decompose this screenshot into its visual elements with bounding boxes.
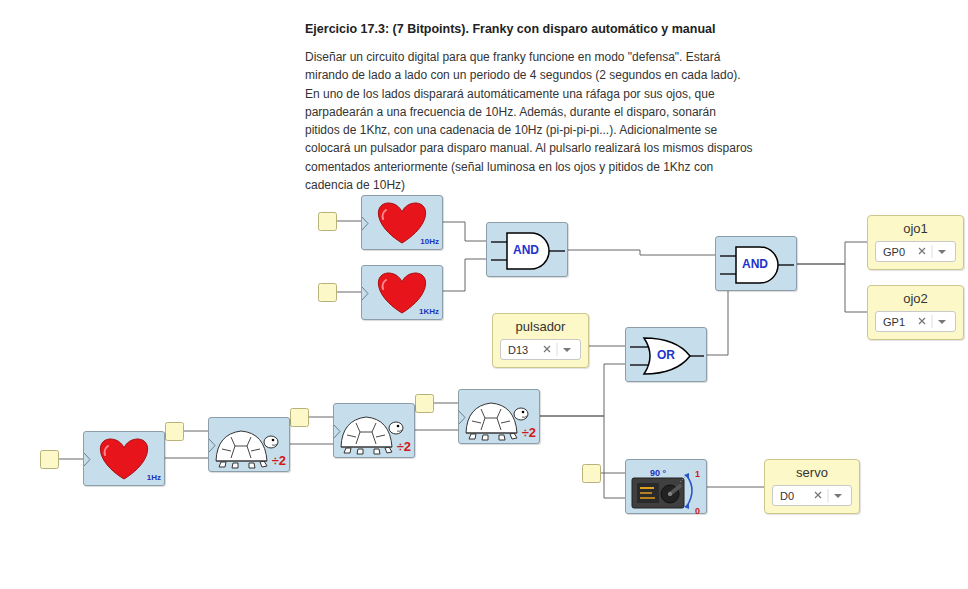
io-block: ojo2GP1 [867, 285, 964, 340]
io-name: servo [765, 465, 859, 480]
signal-wire [165, 458, 208, 459]
servo-label: 0 [695, 506, 700, 516]
signal-wire [443, 222, 486, 241]
exercise-text: Diseñar un circuito digital para que fra… [305, 48, 753, 194]
frequency-label: 1KHz [419, 307, 439, 316]
pin-select: D13 [500, 339, 581, 360]
signal-wire [443, 259, 486, 291]
io-name: pulsador [493, 319, 588, 334]
tort-block: ÷2 [208, 417, 290, 472]
servo-label-holder: 0 [695, 500, 700, 518]
select-controls [540, 340, 580, 359]
heart-block: 10Hz [361, 195, 443, 250]
signal-wire [707, 487, 764, 488]
heart-block: 1Hz [83, 431, 165, 486]
pin-name: D13 [501, 341, 528, 360]
pin-select: GP1 [875, 311, 956, 332]
and-block: AND [715, 236, 797, 291]
tort-block: ÷2 [333, 403, 415, 458]
servo-label: 1 [695, 469, 700, 479]
tort-block: ÷2 [458, 389, 540, 444]
servo-label-holder: 90 ° [650, 462, 666, 480]
gate-name: OR [657, 348, 675, 362]
io-name: ojo2 [868, 291, 963, 306]
pin-select: D0 [772, 485, 852, 506]
heart-block: 1KHz [361, 265, 443, 320]
pin-name: GP0 [876, 243, 905, 262]
and-block: AND [486, 222, 568, 277]
select-controls [915, 312, 955, 331]
servo-label: 90 ° [650, 468, 666, 478]
io-block: ojo1GP0 [867, 215, 964, 270]
select-controls [915, 242, 955, 261]
frequency-label: 1Hz [147, 473, 161, 482]
divide-label: ÷2 [397, 439, 411, 454]
gate-name: AND [742, 257, 768, 271]
divide-label: ÷2 [272, 453, 286, 468]
signal-wire [589, 346, 625, 347]
frequency-label: 10Hz [420, 237, 439, 246]
signal-wire [540, 364, 625, 416]
signal-wire [540, 416, 625, 498]
divide-label: ÷2 [522, 425, 536, 440]
signal-wire [797, 242, 867, 264]
pin-name: GP1 [876, 313, 905, 332]
pin-name: D0 [773, 487, 794, 506]
exercise-title: Ejercicio 17.3: (7 Bitpoints). Franky co… [305, 22, 716, 36]
signal-wire [797, 264, 867, 312]
gate-name: AND [513, 243, 539, 257]
servo-block: 90 ° 1 0 [625, 459, 707, 514]
signal-wire [707, 291, 728, 355]
signal-wire [290, 444, 333, 445]
pin-select: GP0 [875, 241, 956, 262]
servo-label-holder: 1 [695, 463, 700, 481]
io-block: pulsadorD13 [492, 313, 589, 368]
select-controls [811, 486, 851, 505]
signal-wire [568, 250, 715, 255]
signal-wire [415, 430, 458, 431]
io-name: ojo1 [868, 221, 963, 236]
io-block: servoD0 [764, 459, 860, 514]
or-block: OR [625, 327, 707, 382]
